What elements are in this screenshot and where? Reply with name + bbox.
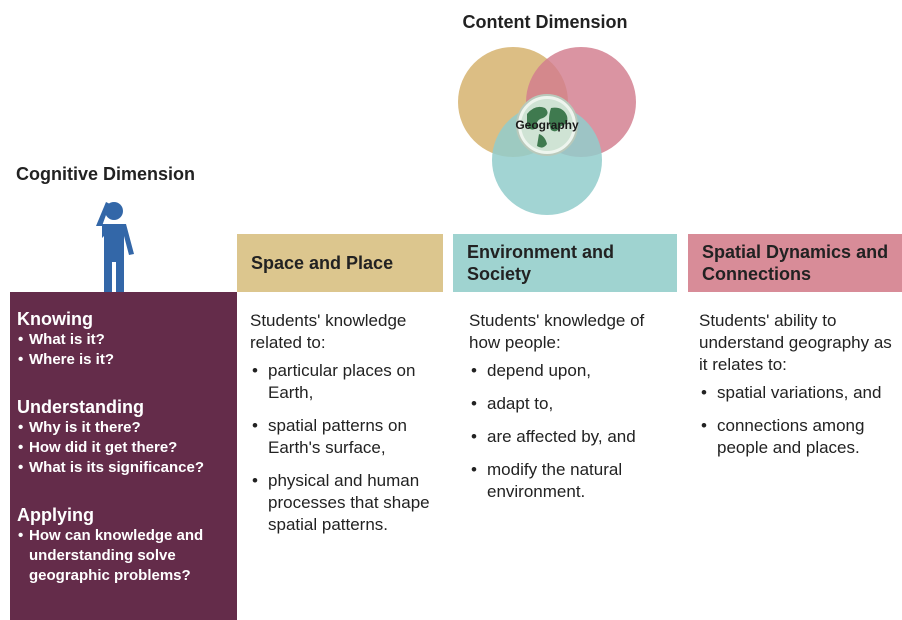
space-and-place-intro: Students' knowledge related to: — [250, 311, 407, 352]
environment-society-intro: Students' knowledge of how people: — [469, 311, 645, 352]
spatial-dynamics-header: Spatial Dynamics and Connections — [688, 234, 902, 292]
globe-icon — [516, 94, 578, 156]
understanding-item: Why is it there? — [17, 418, 235, 438]
list-item: spatial variations, and — [699, 382, 899, 404]
environment-society-header: Environment and Society — [453, 234, 677, 292]
environment-society-body: Students' knowledge of how people: depen… — [469, 310, 669, 514]
space-and-place-body: Students' knowledge related to: particul… — [250, 310, 446, 547]
list-item: depend upon, — [469, 360, 669, 382]
space-and-place-heading: Space and Place — [251, 253, 394, 273]
cognitive-dimension-title: Cognitive Dimension — [16, 164, 196, 184]
content-dimension-title: Content Dimension — [462, 12, 628, 32]
thinking-person-icon — [96, 202, 134, 294]
knowing-group: Knowing What is it? Where is it? — [17, 308, 235, 370]
list-item: spatial patterns on Earth's surface, — [250, 415, 446, 459]
geography-label: Geography — [515, 118, 579, 132]
venn-diagram: Geography — [458, 47, 636, 215]
list-item: particular places on Earth, — [250, 360, 446, 404]
applying-item: How can knowledge and understanding solv… — [17, 526, 217, 586]
knowing-item: Where is it? — [17, 350, 235, 370]
spatial-dynamics-heading: Spatial Dynamics and Connections — [702, 242, 889, 284]
list-item: physical and human processes that shape … — [250, 470, 446, 536]
environment-society-heading: Environment and Society — [467, 242, 615, 284]
applying-heading: Applying — [17, 505, 94, 525]
cognitive-sidebar: Knowing What is it? Where is it? Underst… — [10, 292, 237, 620]
list-item: are affected by, and — [469, 426, 669, 448]
understanding-item: How did it get there? — [17, 438, 235, 458]
list-item: connections among people and places. — [699, 415, 899, 459]
understanding-heading: Understanding — [17, 397, 145, 417]
list-item: adapt to, — [469, 393, 669, 415]
spatial-dynamics-intro: Students' ability to understand geograph… — [699, 311, 892, 374]
list-item: modify the natural environment. — [469, 459, 669, 503]
knowing-heading: Knowing — [17, 309, 93, 329]
spatial-dynamics-body: Students' ability to understand geograph… — [699, 310, 899, 470]
understanding-group: Understanding Why is it there? How did i… — [17, 396, 235, 478]
understanding-item: What is its significance? — [17, 458, 235, 478]
applying-group: Applying How can knowledge and understan… — [17, 504, 217, 586]
knowing-item: What is it? — [17, 330, 235, 350]
space-and-place-header: Space and Place — [237, 234, 443, 292]
